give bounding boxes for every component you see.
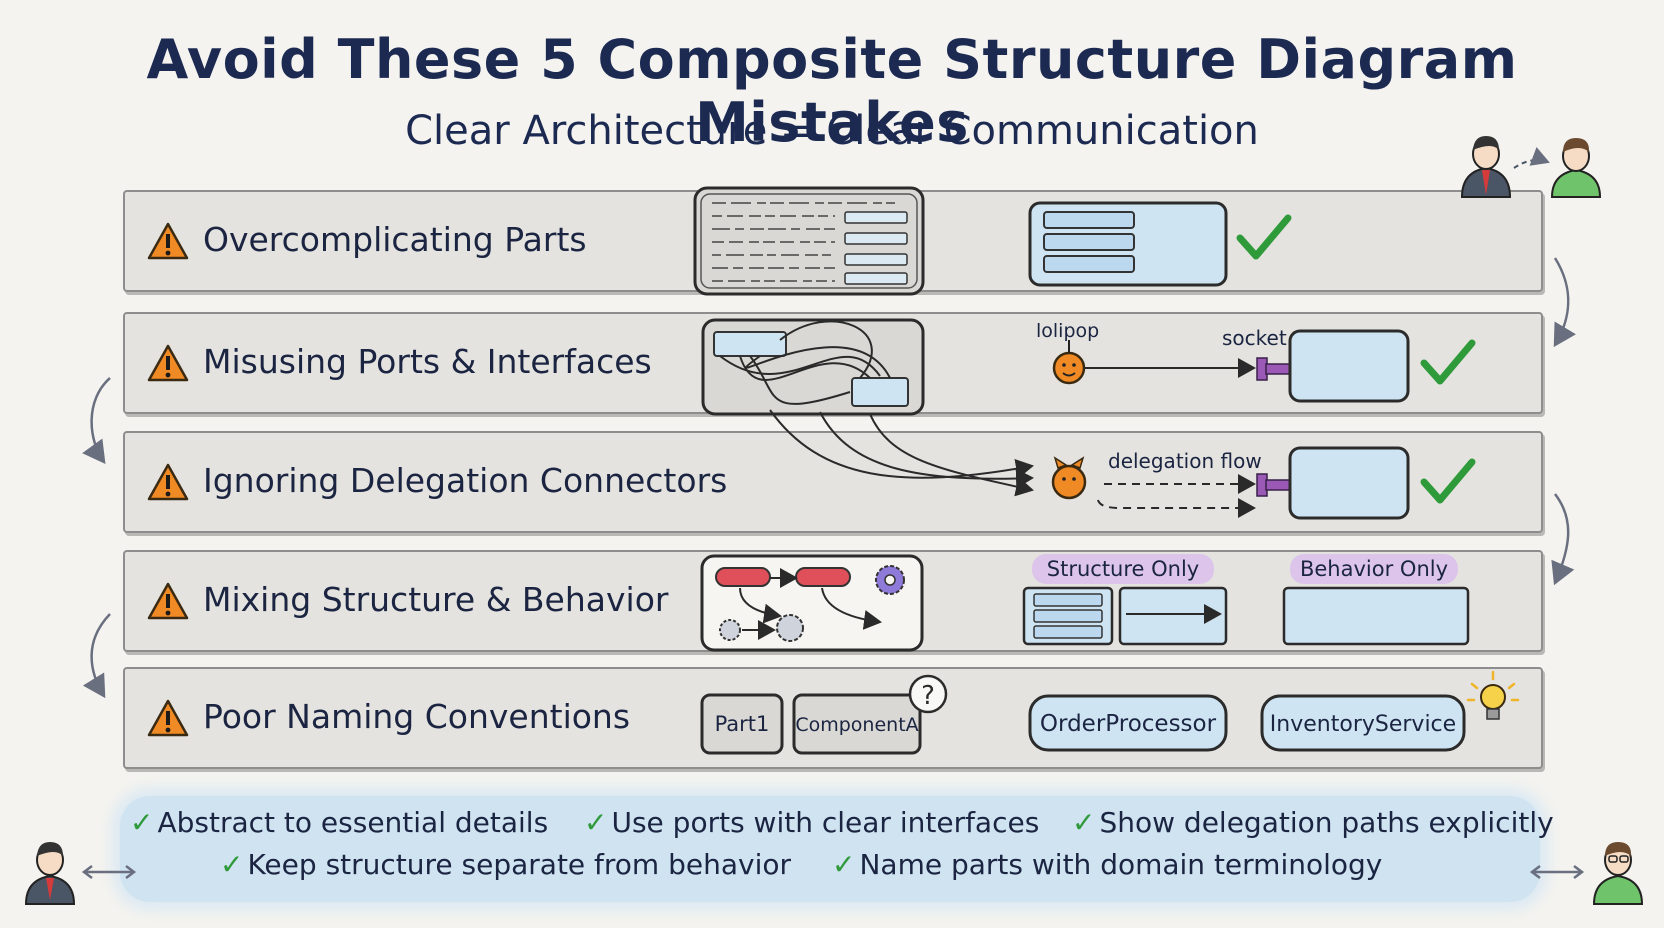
warning-icon [147, 463, 189, 501]
tip-item: ✓Show delegation paths explicitly [1072, 806, 1554, 839]
warning-icon [147, 582, 189, 620]
mistake-row-ports: Misusing Ports & Interfaces [123, 312, 1543, 414]
warning-icon [147, 344, 189, 382]
exchange-arrow-icon [1513, 147, 1550, 169]
check-icon: ✓ [1072, 806, 1096, 839]
tip-item: ✓Name parts with domain terminology [832, 848, 1382, 881]
tip-item: ✓Abstract to essential details [130, 806, 548, 839]
page-subtitle: Clear Architecture = Clear Communication [405, 108, 1259, 154]
check-icon: ✓ [130, 806, 154, 839]
tip-text: Use ports with clear interfaces [611, 806, 1040, 839]
mistake-label: Overcomplicating Parts [203, 220, 587, 259]
mistake-label: Ignoring Delegation Connectors [203, 461, 728, 500]
check-icon: ✓ [220, 848, 244, 881]
check-icon: ✓ [832, 848, 856, 881]
warning-icon [147, 699, 189, 737]
mistake-row-mixing: Mixing Structure & Behavior [123, 550, 1543, 652]
page-title: Avoid These 5 Composite Structure Diagra… [146, 28, 1518, 154]
tip-text: Abstract to essential details [157, 806, 549, 839]
tip-text: Keep structure separate from behavior [247, 848, 792, 881]
check-icon: ✓ [584, 806, 608, 839]
mistake-row-naming: Poor Naming Conventions [123, 667, 1543, 769]
mistake-row-delegation: Ignoring Delegation Connectors [123, 431, 1543, 533]
person-icon [24, 842, 137, 905]
mistake-label: Misusing Ports & Interfaces [203, 342, 652, 381]
warning-icon [147, 222, 189, 260]
person-icon [1530, 842, 1644, 905]
tip-text: Show delegation paths explicitly [1099, 806, 1554, 839]
tip-item: ✓Keep structure separate from behavior [220, 848, 791, 881]
mistake-label: Mixing Structure & Behavior [203, 580, 669, 619]
best-practices-banner [120, 796, 1540, 902]
mistake-label: Poor Naming Conventions [203, 697, 631, 736]
tip-item: ✓Use ports with clear interfaces [584, 806, 1039, 839]
tip-text: Name parts with domain terminology [859, 848, 1383, 881]
mistake-row-overcomplicating: Overcomplicating Parts [123, 190, 1543, 292]
